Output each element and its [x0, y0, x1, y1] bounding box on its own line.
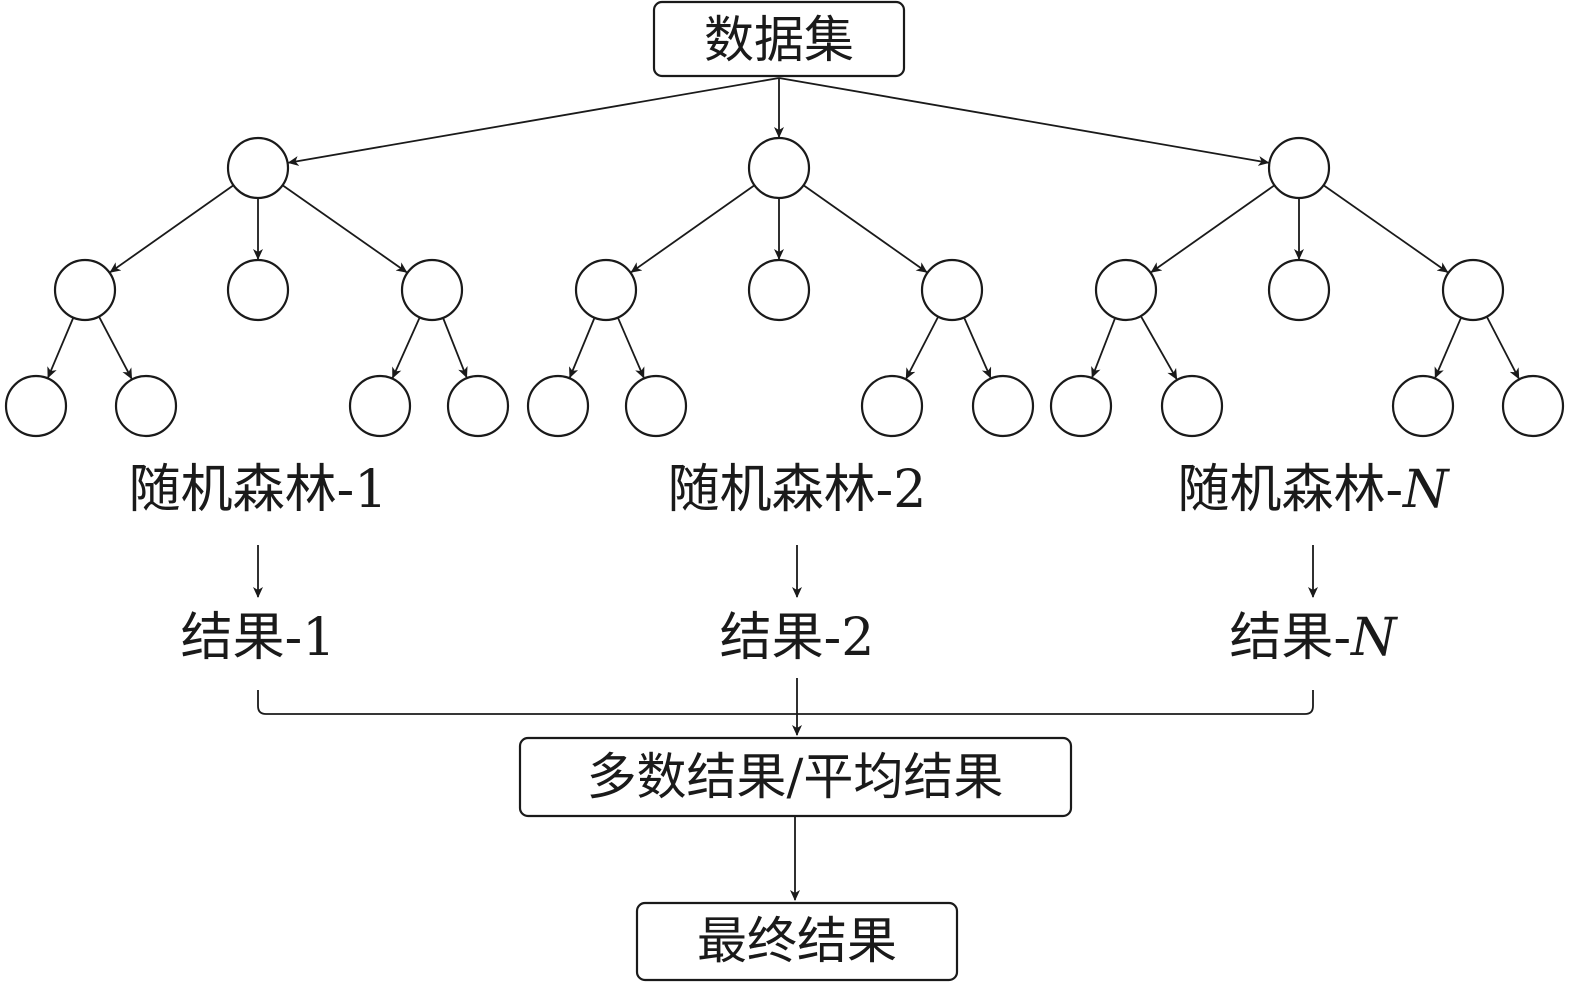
forest-2-label: 随机森林-2	[668, 460, 927, 520]
tree-3-child-1-node	[1094, 258, 1158, 322]
tree-2-root-to-child-1-edge	[630, 184, 756, 273]
tree-1-leaf-3-node	[348, 374, 412, 438]
tree-2-leaf-3-node	[860, 374, 924, 438]
dataset-label: 数据集	[704, 11, 854, 69]
forest-n-label: 随机森林-N	[1177, 460, 1450, 520]
dataset-box: 数据集	[652, 0, 906, 78]
tree-1-root-to-child-1-edge	[109, 184, 235, 273]
tree-3-leaf-3-edge	[1434, 317, 1462, 379]
results-bracket	[257, 678, 1314, 736]
tree-2-child-1-node	[574, 258, 638, 322]
final-label: 最终结果	[697, 912, 897, 970]
aggregate-label: 多数结果/平均结果	[587, 748, 1004, 806]
tree-1-leaf-3-edge	[391, 317, 421, 379]
tree-3-leaf-4-node	[1501, 374, 1565, 438]
tree-2-leaf-2-edge	[617, 317, 645, 379]
tree-2-leaf-4-edge	[963, 317, 992, 379]
dataset-to-tree-3-root-edge	[778, 77, 1270, 166]
tree-2-leaf-1-edge	[569, 317, 596, 379]
forest-2-group: 随机森林-2 结果-2	[668, 460, 927, 668]
tree-3-leaf-4-edge	[1485, 316, 1520, 380]
forest-1-group: 随机森林-1 结果-1	[129, 460, 388, 668]
tree-1-child-2-node	[226, 258, 290, 322]
trees-layer	[4, 77, 1565, 438]
tree-2-leaf-2-node	[624, 374, 688, 438]
tree-2-leaf-3-edge	[905, 316, 940, 380]
forest-1-label: 随机森林-1	[129, 460, 388, 520]
tree-1-child-1-node	[53, 258, 117, 322]
tree-1-leaf-2-node	[114, 374, 178, 438]
tree-3-leaf-2-node	[1160, 374, 1224, 438]
tree-3-leaf-2-edge	[1140, 315, 1178, 380]
tree-3-child-2-node	[1267, 258, 1331, 322]
tree-3-root-to-child-3-edge	[1323, 184, 1449, 273]
tree-3-leaf-3-node	[1391, 374, 1455, 438]
tree-1-leaf-4-node	[446, 374, 510, 438]
tree-1-leaf-2-edge	[98, 316, 133, 380]
tree-3-leaf-1-edge	[1091, 317, 1116, 379]
result-2-label: 结果-2	[720, 608, 875, 668]
final-box: 最终结果	[635, 901, 959, 982]
tree-1-root-node	[226, 136, 290, 200]
tree-3-child-3-node	[1441, 258, 1505, 322]
tree-1-leaf-4-edge	[442, 317, 468, 379]
tree-1-child-3-node	[400, 258, 464, 322]
bracket-line	[257, 690, 1314, 715]
tree-3-leaf-1-node	[1049, 374, 1113, 438]
forest-n-group: 随机森林-N 结果-N	[1177, 460, 1450, 668]
tree-1-leaf-1-node	[4, 374, 68, 438]
tree-3-root-node	[1267, 136, 1331, 200]
tree-2-child-3-node	[920, 258, 984, 322]
tree-2-leaf-4-node	[971, 374, 1035, 438]
result-n-label: 结果-N	[1229, 608, 1398, 668]
tree-2-leaf-1-node	[526, 374, 590, 438]
tree-2-root-node	[747, 136, 811, 200]
tree-2-child-2-node	[747, 258, 811, 322]
aggregate-box: 多数结果/平均结果	[518, 736, 1073, 818]
result-1-label: 结果-1	[181, 608, 336, 668]
tree-1-leaf-1-edge	[47, 317, 75, 379]
tree-3-root-to-child-1-edge	[1150, 184, 1276, 273]
tree-2-root-to-child-3-edge	[802, 184, 928, 273]
dataset-to-tree-1-root-edge	[287, 77, 780, 166]
tree-1-root-to-child-3-edge	[282, 184, 408, 273]
